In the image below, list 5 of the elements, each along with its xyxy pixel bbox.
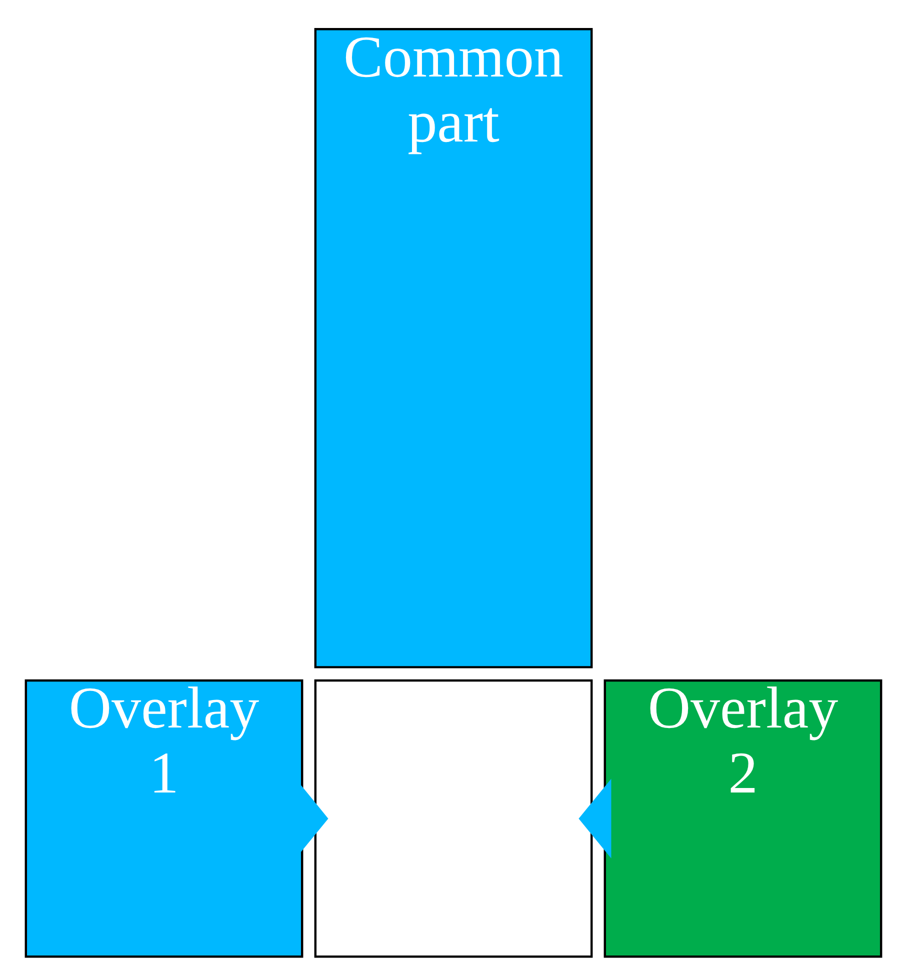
node-box: Overlay 1: [24, 679, 303, 958]
node-box: Common part: [314, 28, 592, 668]
node-box: Overlay 2: [603, 679, 882, 958]
arrow: [578, 778, 611, 858]
node-box: [314, 679, 592, 958]
